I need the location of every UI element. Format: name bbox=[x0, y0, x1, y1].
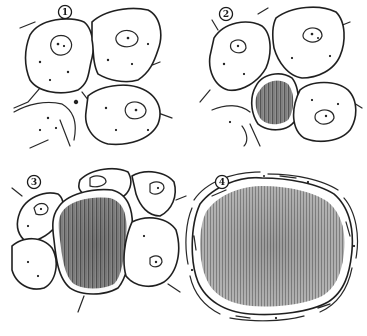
panel-number-label: 3 bbox=[31, 178, 37, 188]
compressed-cell bbox=[12, 239, 56, 289]
preadipocyte-cell bbox=[86, 85, 160, 144]
compressed-cell bbox=[124, 218, 179, 286]
adipocyte-cell bbox=[294, 83, 356, 142]
panel-1: 1 bbox=[14, 6, 172, 149]
preadipocyte-cell bbox=[26, 19, 94, 93]
lipid-shading bbox=[58, 194, 134, 294]
panel-number-label: 2 bbox=[223, 10, 229, 20]
adipocyte-cell bbox=[273, 7, 344, 78]
panel-number-label: 1 bbox=[62, 8, 68, 18]
panel-number-label: 4 bbox=[219, 178, 225, 188]
panel-4: 4 bbox=[186, 172, 358, 321]
panel-2: 2 bbox=[200, 7, 362, 146]
preadipocyte-cell bbox=[92, 9, 161, 82]
partial-cell-outline bbox=[212, 106, 250, 146]
panel-3: 3 bbox=[12, 169, 186, 312]
lipid-shading bbox=[200, 186, 344, 307]
